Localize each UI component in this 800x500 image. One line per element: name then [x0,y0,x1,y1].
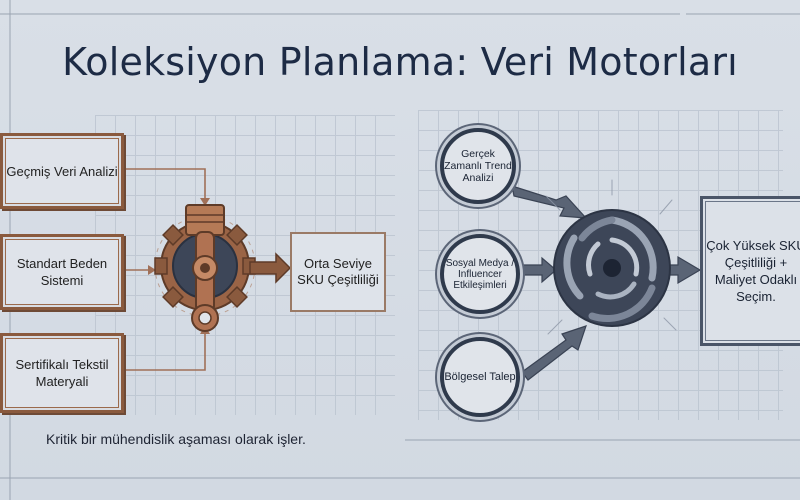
input-standard-size: Standart Beden Sistemi [0,234,124,310]
input-certified-textile-label: Sertifikalı Tekstil Materyali [15,357,109,389]
input-historical-data-label: Geçmiş Veri Analizi [6,163,118,179]
page-title: Koleksiyon Planlama: Veri Motorları [62,40,738,84]
vortex-icon [545,179,677,335]
output-medium-sku: Orta Seviye SKU Çeşitliliği [290,232,386,312]
input-certified-textile: Sertifikalı Tekstil Materyali [0,333,124,413]
input-historical-data: Geçmiş Veri Analizi [0,133,124,209]
input-social-media-label: Sosyal Medya / Influencer Etkileşimleri [445,257,515,291]
input-realtime-trend: Gerçek Zamanlı Trend Analizi [440,128,516,204]
input-regional-demand: Bölgesel Talep [440,337,520,417]
output-medium-sku-label: Orta Seviye SKU Çeşitliliği [297,256,379,287]
input-standard-size-label: Standart Beden Sistemi [16,256,108,288]
output-high-sku: Çok Yüksek SKU Çeşitliliği + Maliyet Oda… [700,196,800,346]
input-regional-demand-label: Bölgesel Talep [444,371,516,383]
footnote: Kritik bir mühendislik aşaması olarak iş… [46,431,306,447]
input-realtime-trend-label: Gerçek Zamanlı Trend Analizi [444,148,512,184]
gear-output-arrow [249,252,292,284]
input-social-media: Sosyal Medya / Influencer Etkileşimleri [440,234,520,314]
output-high-sku-label: Çok Yüksek SKU Çeşitliliği + Maliyet Oda… [706,238,800,304]
gear-piston-icon [154,204,256,332]
